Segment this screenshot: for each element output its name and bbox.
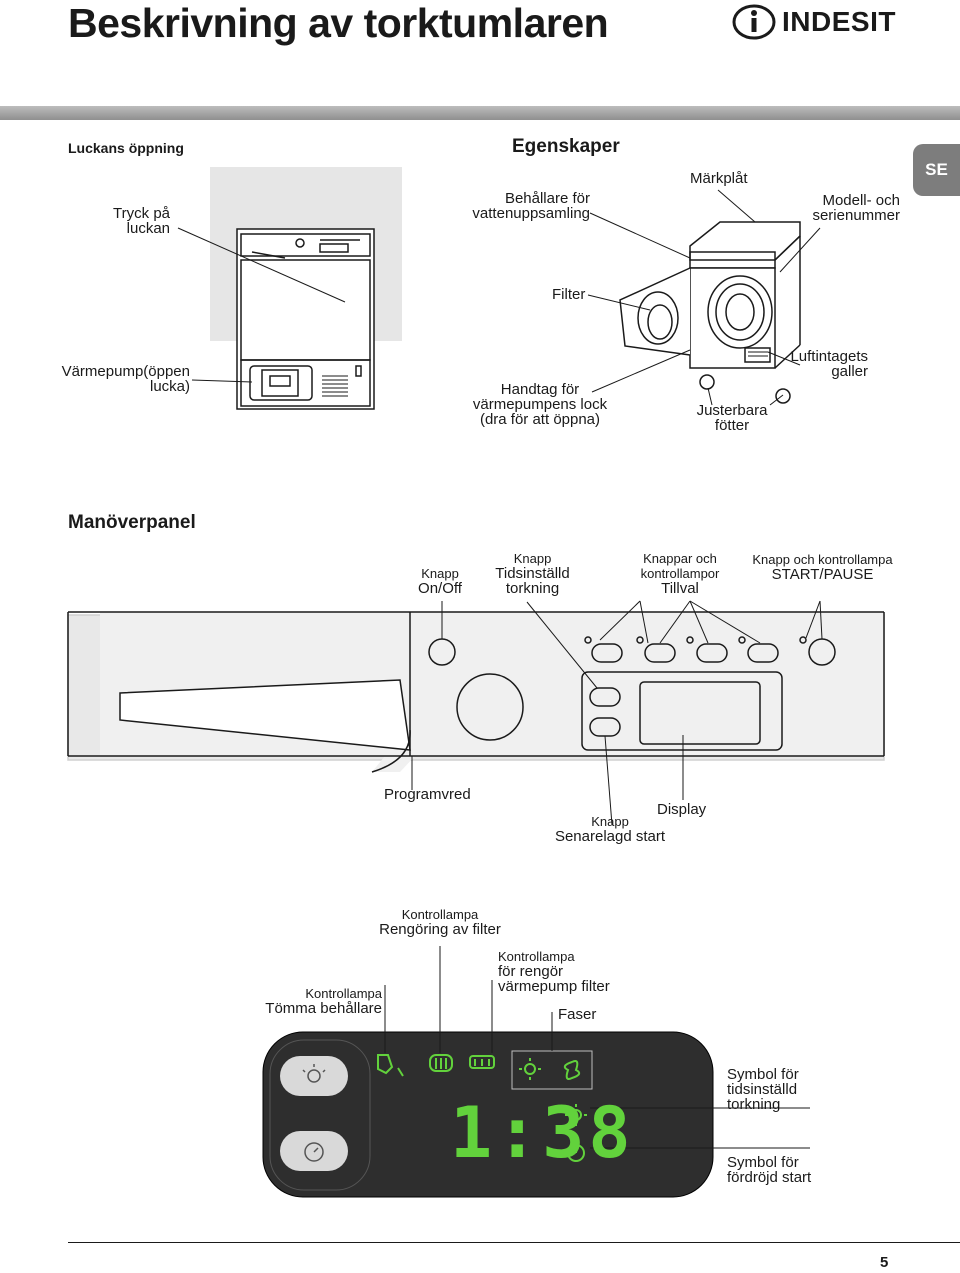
header-divider [0, 106, 960, 120]
logo-circle-icon [732, 4, 776, 40]
control-panel-illustration [67, 600, 885, 826]
language-tab: SE [913, 144, 960, 196]
filter-label: Filter [552, 286, 586, 303]
control-panel-heading: Manöverpanel [68, 512, 196, 533]
brand-name: INDESIT [782, 6, 896, 37]
indesit-logo [732, 4, 902, 40]
display-label: Display [657, 801, 707, 818]
plate-label: Märkplåt [690, 170, 748, 187]
display-digits: 1:38 [450, 1092, 635, 1174]
footer-divider [68, 1242, 960, 1243]
page-number: 5 [880, 1254, 889, 1271]
phases-label: Faser [558, 1006, 597, 1023]
page-title: Beskrivning av torktumlaren [68, 0, 609, 46]
features-heading: Egenskaper [512, 136, 620, 157]
program-knob-label: Programvred [384, 786, 471, 803]
door-heading: Luckans öppning [68, 140, 184, 156]
dryer-front-illustration [177, 167, 402, 410]
